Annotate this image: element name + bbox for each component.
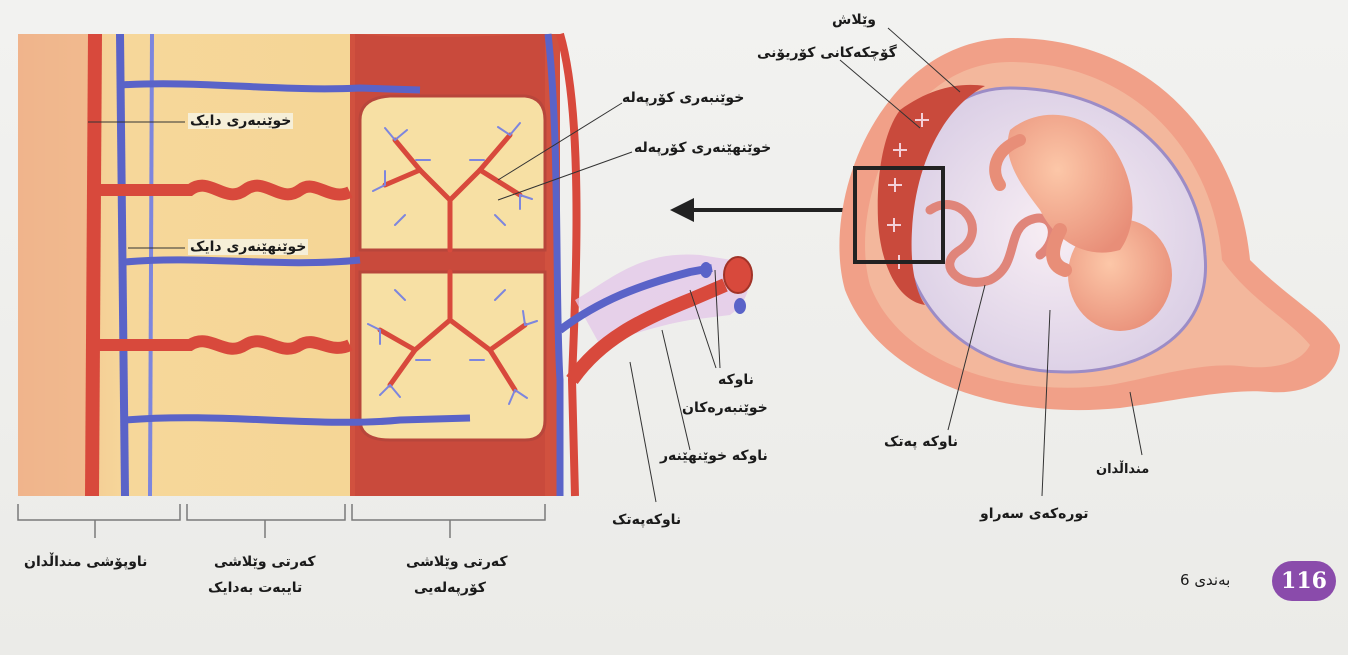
- label-fetal-placenta-line1: کەرتی وێلاشی: [406, 554, 508, 570]
- label-placenta: وێلاش: [832, 12, 876, 28]
- label-fetal-artery: خوێنبەری کۆرپەلە: [622, 90, 744, 106]
- label-maternal-vein: خوێنهێنەری دایک: [188, 239, 308, 255]
- label-umbilical-cord-left: ناوکەپەتک: [612, 512, 681, 528]
- label-uterus: منداڵدان: [1096, 462, 1149, 477]
- section-brackets: [18, 504, 545, 538]
- label-maternal-placenta-line1: کەرتی وێلاشی: [214, 554, 316, 570]
- label-umbilical-vein: ناوکە خوێنهێنەر: [660, 448, 768, 464]
- chapter-label: بەندی 6: [1180, 571, 1230, 589]
- label-umbilical-arteries-line2: خوێنبەرەکان: [682, 400, 768, 416]
- label-maternal-artery: خوێنبەری دایک: [188, 113, 293, 129]
- label-endometrium: ناوپۆشی منداڵدان: [24, 554, 147, 570]
- page-number-badge: 116: [1272, 561, 1336, 601]
- label-maternal-placenta-line2: تایبەت بەدایک: [208, 580, 302, 596]
- label-amniotic-sac: تورەکەی سەراو: [980, 506, 1089, 522]
- label-fetal-vein: خوێنهێنەری کۆرپەلە: [634, 140, 771, 156]
- label-umbilical-cord-right: ناوکە پەتک: [884, 434, 958, 450]
- label-fetal-placenta-line2: کۆرپەلەیی: [414, 580, 486, 596]
- uterus-illustration: [839, 38, 1340, 410]
- label-chorionic-villi: گۆچکەکانی کۆریۆنی: [757, 45, 897, 61]
- zoom-arrow: [670, 198, 852, 222]
- label-umbilical-arteries-line1: ناوکە: [718, 372, 754, 388]
